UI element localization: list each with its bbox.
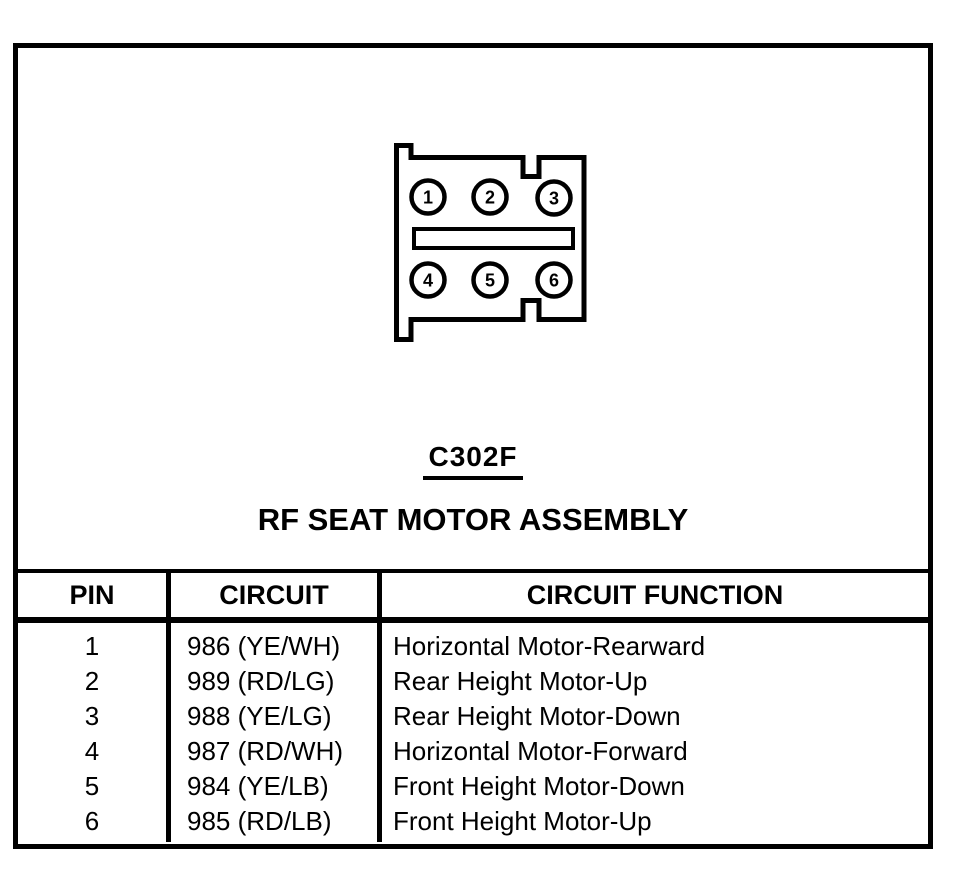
- header-circuit: CIRCUIT: [171, 573, 382, 617]
- table-cell-circuit: 988 (YE/LG): [187, 701, 332, 731]
- table-cell-circuit: 985 (RD/LB): [187, 806, 332, 836]
- circuit-column: 986 (YE/WH) 989 (RD/LG) 988 (YE/LG) 987 …: [171, 623, 382, 842]
- table-body: 1 2 3 4 5 6 986 (YE/WH) 989 (RD/LG) 988 …: [18, 623, 928, 842]
- function-column: Horizontal Motor-Rearward Rear Height Mo…: [382, 623, 928, 842]
- pin-cavity-1: [409, 178, 447, 216]
- table-cell-function: Rear Height Motor-Up: [393, 666, 648, 696]
- connector-key-slot: [412, 227, 575, 250]
- pin-cavity-2: [471, 178, 509, 216]
- table-cell-function: Front Height Motor-Down: [393, 771, 685, 801]
- header-pin: PIN: [18, 573, 171, 617]
- table-cell-pin: 2: [84, 666, 100, 696]
- pin-number-4: 4: [423, 271, 433, 291]
- pin-cavity-6: [535, 261, 573, 299]
- table-cell-pin: 6: [84, 806, 100, 836]
- pin-number-6: 6: [549, 271, 559, 291]
- table-header-row: PIN CIRCUIT CIRCUIT FUNCTION: [18, 573, 928, 623]
- pin-cavity-5: [471, 261, 509, 299]
- table-cell-pin: 4: [84, 736, 100, 766]
- connector-diagram: 1 2 3 4 5 6: [394, 143, 587, 342]
- table-cell-circuit: 989 (RD/LG): [187, 666, 335, 696]
- pin-cavity-3: [535, 179, 573, 217]
- table-cell-pin: 1: [84, 631, 100, 661]
- connector-id: C302F: [423, 442, 523, 480]
- table-cell-circuit: 986 (YE/WH): [187, 631, 341, 661]
- table-cell-function: Horizontal Motor-Rearward: [393, 631, 706, 661]
- pinout-table: PIN CIRCUIT CIRCUIT FUNCTION 1 2 3 4 5 6…: [18, 569, 928, 844]
- pin-number-2: 2: [485, 188, 495, 208]
- table-cell-function: Horizontal Motor-Forward: [393, 736, 688, 766]
- table-cell-pin: 5: [84, 771, 100, 801]
- header-circuit-function: CIRCUIT FUNCTION: [526, 579, 784, 610]
- table-cell-circuit: 987 (RD/WH): [187, 736, 344, 766]
- table-cell-circuit: 984 (YE/LB): [187, 771, 329, 801]
- pin-number-1: 1: [423, 188, 433, 208]
- table-cell-pin: 3: [84, 701, 100, 731]
- table-cell-function: Rear Height Motor-Down: [393, 701, 681, 731]
- pin-number-5: 5: [485, 271, 495, 291]
- pin-column: 1 2 3 4 5 6: [18, 623, 171, 842]
- pin-cavity-4: [409, 261, 447, 299]
- table-cell-function: Front Height Motor-Up: [393, 806, 652, 836]
- assembly-name: RF SEAT MOTOR ASSEMBLY: [257, 502, 689, 537]
- pin-number-3: 3: [549, 189, 559, 209]
